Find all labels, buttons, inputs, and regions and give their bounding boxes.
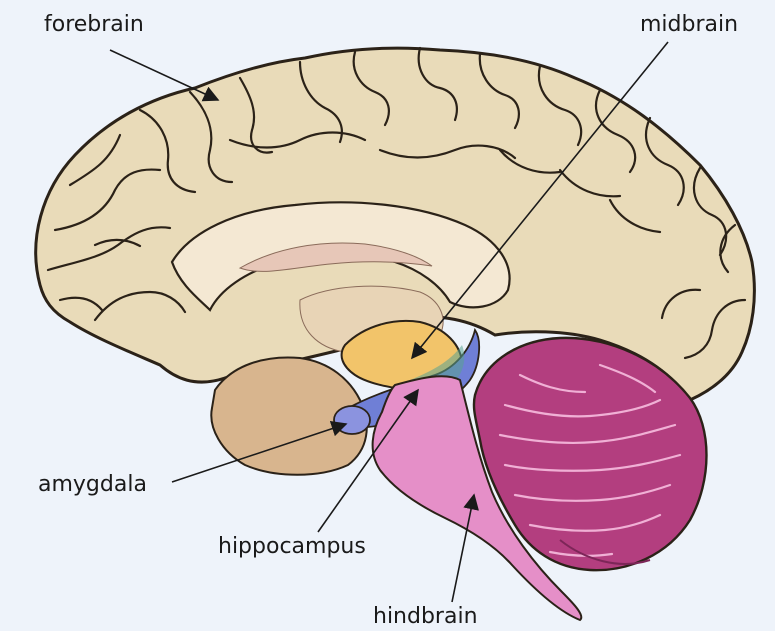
hippocampus-label: hippocampus — [218, 536, 366, 558]
midbrain-label: midbrain — [640, 14, 738, 36]
forebrain-label: forebrain — [44, 14, 144, 36]
amygdala-region — [334, 406, 370, 434]
hindbrain-label: hindbrain — [373, 606, 478, 628]
forebrain-leader — [110, 50, 218, 100]
amygdala-label: amygdala — [38, 474, 147, 496]
